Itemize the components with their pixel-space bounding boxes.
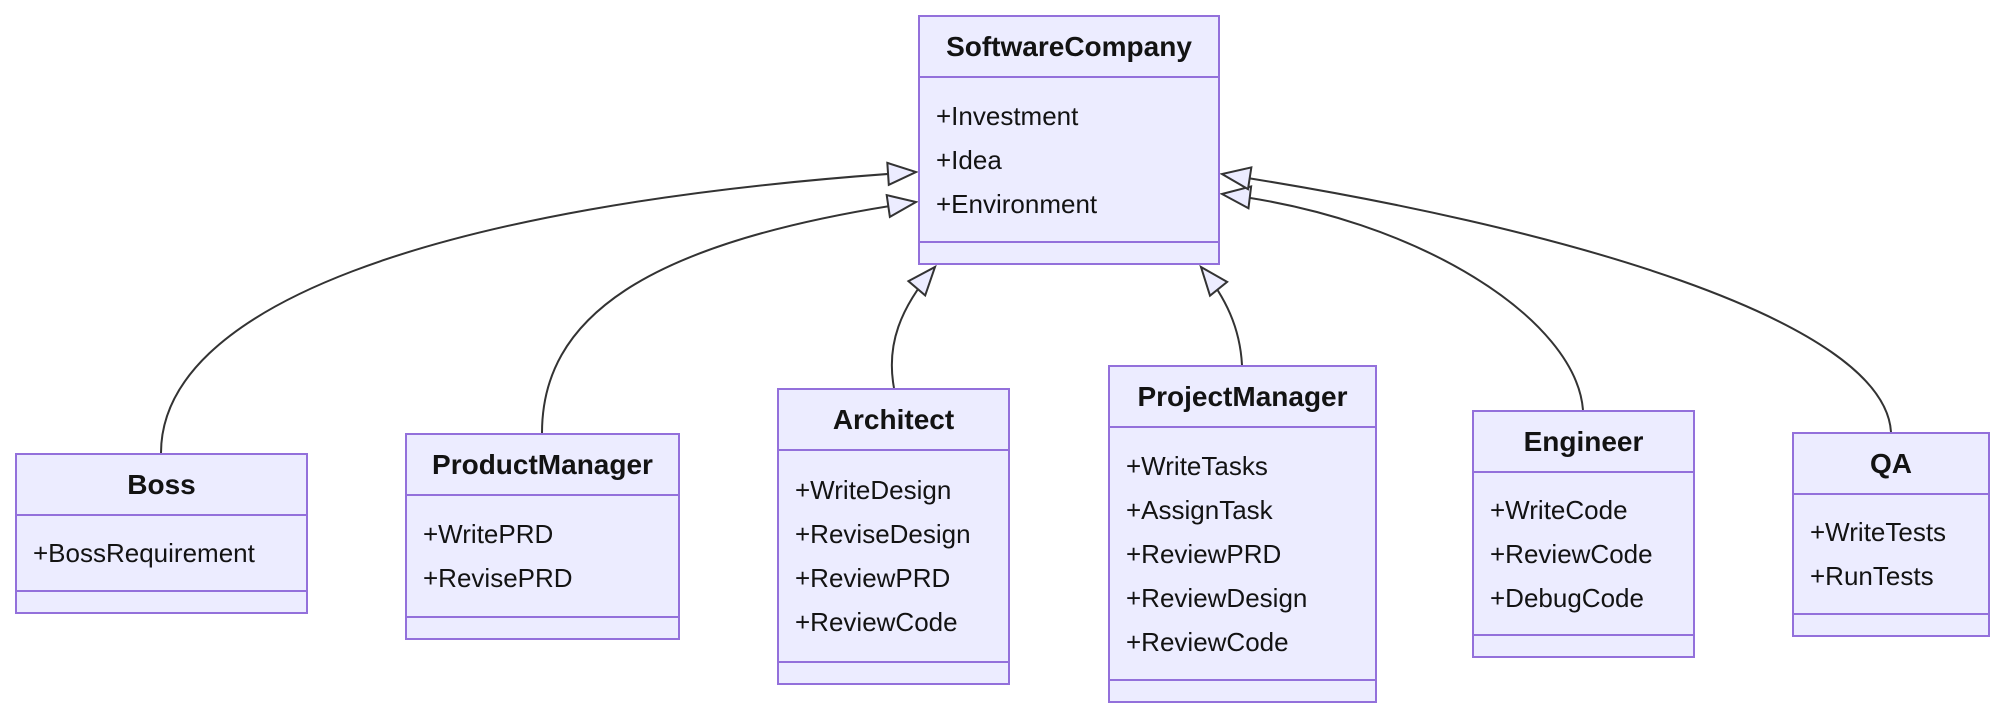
edge-boss-to-softwarecompany	[160, 161, 919, 454]
class-member: +ReviseDesign	[795, 519, 971, 549]
class-member: +BossRequirement	[33, 538, 255, 568]
class-title: SoftwareCompany	[920, 17, 1218, 78]
class-node-boss: Boss +BossRequirement	[15, 453, 308, 614]
class-member: +WritePRD	[423, 519, 554, 549]
class-title: ProductManager	[407, 435, 678, 496]
class-member: +Investment	[936, 100, 1079, 131]
class-empty-methods-section	[779, 661, 1008, 683]
class-member: +RevisePRD	[423, 563, 573, 593]
edge-qa-to-softwarecompany	[1219, 166, 1892, 433]
class-empty-methods-section	[1110, 679, 1375, 701]
class-members: +WriteDesign +ReviseDesign +ReviewPRD +R…	[779, 451, 1008, 661]
class-member: +ReviewCode	[1126, 626, 1289, 657]
class-member: +WriteTasks	[1126, 450, 1268, 481]
class-node-projectmanager: ProjectManager +WriteTasks +AssignTask +…	[1108, 365, 1377, 703]
edge-architect-to-softwarecompany	[890, 264, 937, 389]
class-node-qa: QA +WriteTests +RunTests	[1792, 432, 1990, 637]
class-title: QA	[1794, 434, 1988, 495]
class-member: +ReviewPRD	[1126, 538, 1282, 569]
class-member: +AssignTask	[1126, 494, 1273, 525]
edge-productmanager-to-softwarecompany	[541, 193, 919, 434]
class-member: +DebugCode	[1490, 582, 1644, 613]
class-empty-methods-section	[17, 590, 306, 612]
class-members: +WriteTests +RunTests	[1794, 495, 1988, 613]
class-empty-methods-section	[407, 616, 678, 638]
class-member: +ReviewCode	[795, 607, 958, 637]
class-member: +WriteDesign	[795, 475, 952, 505]
class-members: +WriteCode +ReviewCode +DebugCode	[1474, 473, 1693, 634]
class-member: +RunTests	[1810, 561, 1934, 591]
class-members: +WritePRD +RevisePRD	[407, 496, 678, 616]
class-member: +Environment	[936, 188, 1098, 219]
class-node-softwarecompany: SoftwareCompany +Investment +Idea +Envir…	[918, 15, 1220, 265]
class-title: Engineer	[1474, 412, 1693, 473]
class-empty-methods-section	[1794, 613, 1988, 635]
class-empty-methods-section	[1474, 634, 1693, 656]
class-member: +ReviewDesign	[1126, 582, 1308, 613]
class-members: +Investment +Idea +Environment	[920, 78, 1218, 241]
class-node-engineer: Engineer +WriteCode +ReviewCode +DebugCo…	[1472, 410, 1695, 658]
edge-engineer-to-softwarecompany	[1219, 185, 1584, 411]
class-member: +WriteTests	[1810, 517, 1947, 547]
class-node-architect: Architect +WriteDesign +ReviseDesign +Re…	[777, 388, 1010, 685]
class-empty-methods-section	[920, 241, 1218, 263]
class-node-productmanager: ProductManager +WritePRD +RevisePRD	[405, 433, 680, 640]
class-member: +ReviewPRD	[795, 563, 951, 593]
class-members: +WriteTasks +AssignTask +ReviewPRD +Revi…	[1110, 428, 1375, 679]
class-title: Architect	[779, 390, 1008, 451]
edge-projectmanager-to-softwarecompany	[1199, 264, 1243, 366]
class-member: +WriteCode	[1490, 494, 1628, 525]
class-title: ProjectManager	[1110, 367, 1375, 428]
class-member: +Idea	[936, 144, 1002, 175]
class-title: Boss	[17, 455, 306, 516]
class-members: +BossRequirement	[17, 516, 306, 590]
class-member: +ReviewCode	[1490, 538, 1653, 569]
